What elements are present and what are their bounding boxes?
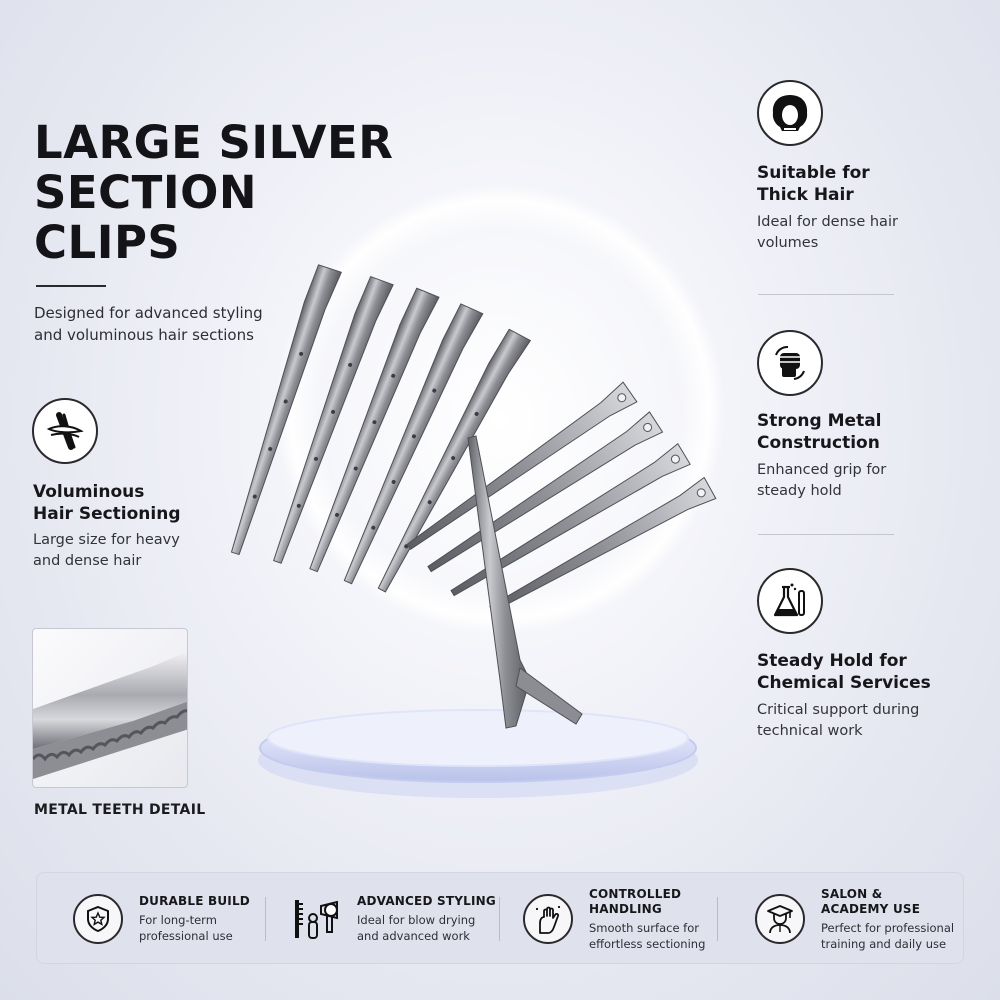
benefit-subtitle-line: professional use — [139, 929, 233, 943]
star-shield-icon — [73, 894, 123, 944]
benefit-separator — [265, 897, 266, 941]
tagline: Designed for advanced styling and volumi… — [34, 304, 263, 344]
benefit-title: CONTROLLED HANDLING — [589, 887, 705, 917]
benefit-item: SALON & ACADEMY USE Perfect for professi… — [755, 873, 954, 965]
benefit-subtitle: Perfect for professional training and da… — [821, 920, 954, 952]
feature-title: Suitable for Thick Hair — [757, 162, 870, 206]
benefit-subtitle-line: Ideal for blow drying — [357, 913, 476, 927]
graduate-icon — [755, 894, 805, 944]
feature-title: Strong Metal Construction — [757, 410, 882, 454]
benefits-bar: DURABLE BUILD For long-term professional… — [36, 872, 964, 964]
chemistry-flask-icon — [757, 568, 823, 634]
benefit-subtitle-line: For long-term — [139, 913, 217, 927]
benefit-subtitle-line: Smooth surface for — [589, 920, 699, 935]
feature-title-line: Thick Hair — [757, 185, 854, 205]
feature-title-line: Strong Metal — [757, 411, 882, 431]
feature-title-line: Steady Hold for — [757, 651, 907, 671]
feature-subtitle: Critical support during technical work — [757, 702, 920, 739]
benefit-title: DURABLE BUILD — [139, 894, 250, 908]
fist-strength-icon — [757, 330, 823, 396]
benefit-item: CONTROLLED HANDLING Smooth surface for e… — [523, 873, 705, 965]
benefit-title-line: SALON & — [821, 886, 883, 901]
clip-fan-left — [230, 264, 532, 593]
hand-sparkle-icon — [523, 894, 573, 944]
feature-subtitle: Large size for heavy and dense hair — [33, 532, 180, 569]
feature-title-line: Hair Sectioning — [33, 504, 181, 524]
detail-label: METAL TEETH DETAIL — [34, 802, 206, 818]
benefit-subtitle: For long-term professional use — [139, 912, 250, 944]
benefit-item: ADVANCED STYLING Ideal for blow drying a… — [293, 873, 496, 965]
hairdryer-comb-icon — [293, 894, 343, 944]
feature-divider — [758, 294, 894, 295]
benefit-subtitle: Smooth surface for effortless sectioning — [589, 920, 705, 952]
benefit-title: ADVANCED STYLING — [357, 894, 496, 908]
metal-teeth-detail-image — [32, 628, 188, 788]
benefit-separator — [499, 897, 500, 941]
benefit-subtitle-line: Perfect for professional — [821, 920, 955, 935]
hair-strand-clip-icon — [32, 398, 98, 464]
title-line: SECTION — [34, 166, 258, 219]
benefit-subtitle-line: effortless sectioning — [589, 936, 706, 951]
benefit-title-line: CONTROLLED — [589, 886, 682, 901]
feature-title-line: Voluminous — [33, 482, 145, 502]
page-title: LARGE SILVER SECTION CLIPS — [34, 118, 454, 268]
title-line: CLIPS — [34, 216, 181, 269]
clip-standing — [467, 435, 583, 729]
feature-divider — [758, 534, 894, 535]
feature-title: Steady Hold for Chemical Services — [757, 650, 931, 694]
thick-hair-head-icon — [757, 80, 823, 146]
product-image — [200, 120, 760, 840]
feature-subtitle: Enhanced grip for steady hold — [757, 462, 887, 499]
title-divider — [36, 285, 106, 287]
benefit-item: DURABLE BUILD For long-term professional… — [73, 873, 250, 965]
benefit-subtitle-line: and advanced work — [357, 929, 470, 943]
feature-title: Voluminous Hair Sectioning — [33, 481, 181, 525]
title-line: LARGE SILVER — [34, 116, 394, 169]
benefit-subtitle: Ideal for blow drying and advanced work — [357, 912, 496, 944]
benefit-separator — [717, 897, 718, 941]
benefit-title: SALON & ACADEMY USE — [821, 887, 954, 917]
feature-title-line: Chemical Services — [757, 673, 931, 693]
feature-title-line: Suitable for — [757, 163, 870, 183]
feature-title-line: Construction — [757, 433, 880, 453]
feature-subtitle: Ideal for dense hair volumes — [757, 214, 898, 251]
benefit-title-line: ACADEMY USE — [821, 901, 921, 916]
benefit-title-line: HANDLING — [589, 901, 662, 916]
benefit-subtitle-line: training and daily use — [821, 936, 947, 951]
